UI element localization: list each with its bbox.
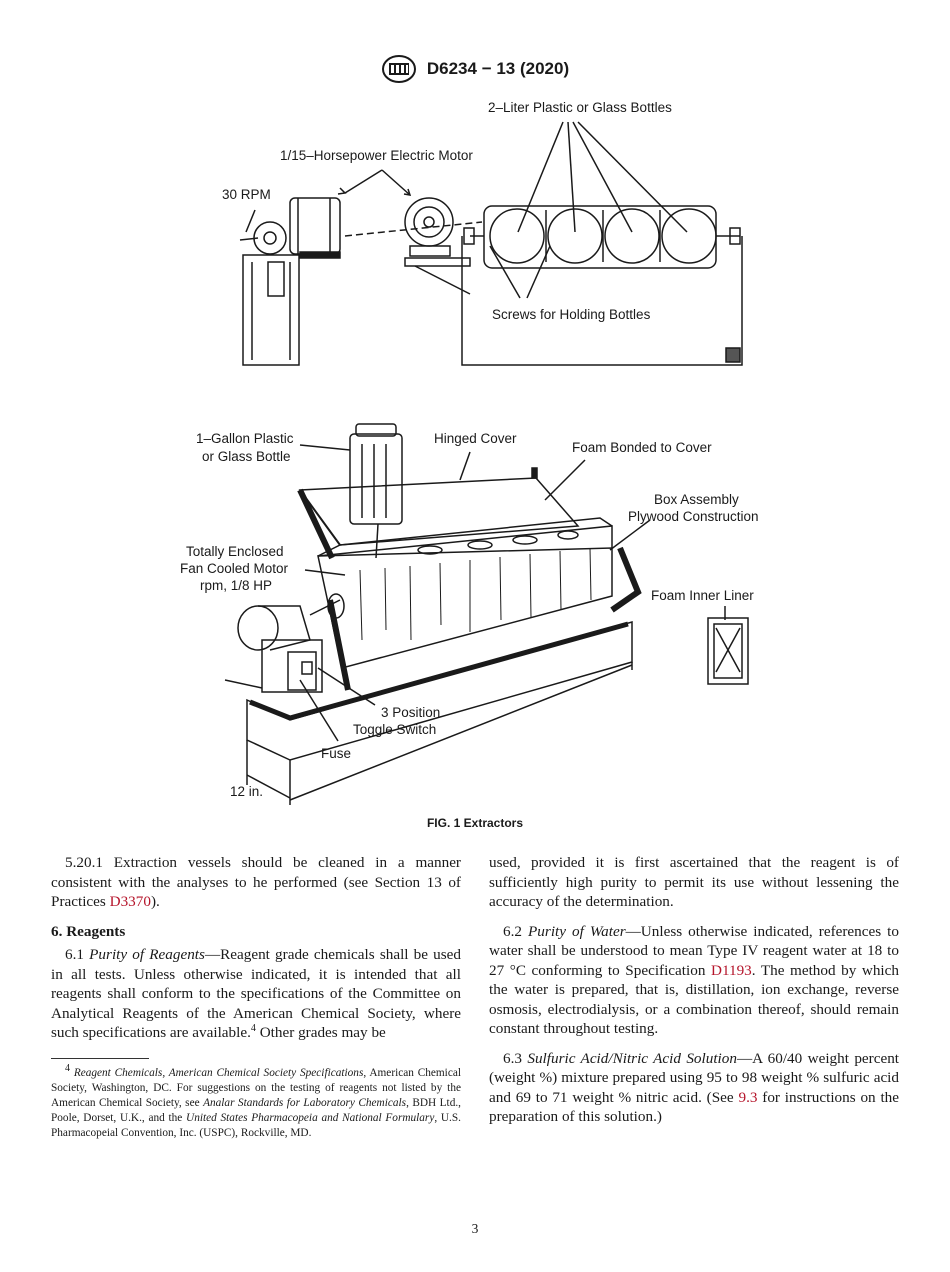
footnote-divider <box>51 1058 149 1059</box>
reference-link-d3370[interactable]: D3370 <box>109 893 151 910</box>
label-toggle-2: Toggle Switch <box>353 722 436 737</box>
label-motor-2: Fan Cooled Motor <box>180 561 289 576</box>
label-box-2: Plywood Construction <box>628 509 759 524</box>
label-foam-bonded: Foam Bonded to Cover <box>572 440 712 455</box>
rotary-extractor-drawing <box>239 121 743 366</box>
label-bottles: 2–Liter Plastic or Glass Bottles <box>488 100 672 115</box>
label-box-1: Box Assembly <box>654 492 739 507</box>
figure-extractors: 2–Liter Plastic or Glass Bottles 1/15–Ho… <box>180 100 759 805</box>
right-column: used, provided it is first ascertained t… <box>489 853 899 1127</box>
label-hinged-cover: Hinged Cover <box>434 431 517 446</box>
paragraph-6-1: 6.1 Purity of Reagents—Reagent grade che… <box>51 946 462 1041</box>
label-foam-liner: Foam Inner Liner <box>651 588 754 603</box>
footnote-marker[interactable]: 4 <box>250 1022 256 1034</box>
reference-link-9-3[interactable]: 9.3 <box>738 1088 758 1106</box>
astm-logo-icon <box>381 55 416 83</box>
figure-caption: FIG. 1 Extractors <box>426 816 524 830</box>
label-screws: Screws for Holding Bottles <box>492 307 651 322</box>
label-motor-3: rpm, 1/8 HP <box>200 578 272 593</box>
page-header: D6234 − 13 (2020) <box>0 54 950 84</box>
paragraph-6-2: 6.2 Purity of Water—Unless otherwise ind… <box>489 922 899 1038</box>
label-electric-motor: 1/15–Horsepower Electric Motor <box>280 148 473 163</box>
label-rpm: 30 RPM <box>222 187 271 202</box>
label-fuse: Fuse <box>321 746 351 761</box>
label-gallon-1: 1–Gallon Plastic <box>196 431 294 446</box>
label-toggle-1: 3 Position <box>381 705 440 720</box>
label-dimension: 12 in. <box>230 784 263 799</box>
box-extractor-drawing <box>224 423 749 805</box>
page-number: 3 <box>471 1221 479 1236</box>
paragraph-6-1-continued: used, provided it is first ascertained t… <box>489 854 899 910</box>
label-motor-1: Totally Enclosed <box>186 544 284 559</box>
reference-link-d1193[interactable]: D1193 <box>710 961 752 979</box>
footnote-4: 4 Reagent Chemicals, American Chemical S… <box>51 1063 461 1139</box>
figure-drawing: 2–Liter Plastic or Glass Bottles 1/15–Ho… <box>180 100 759 805</box>
section-heading-reagents: 6. Reagents <box>51 922 126 940</box>
paragraph-5-20-1: 5.20.1 Extraction vessels should be clea… <box>51 854 461 910</box>
paragraph-6-3: 6.3 Sulfuric Acid/Nitric Acid Solution—A… <box>489 1049 900 1126</box>
left-column: 5.20.1 Extraction vessels should be clea… <box>51 853 461 1043</box>
label-gallon-2: or Glass Bottle <box>202 449 291 464</box>
standard-designation: D6234 − 13 (2020) <box>426 59 570 78</box>
